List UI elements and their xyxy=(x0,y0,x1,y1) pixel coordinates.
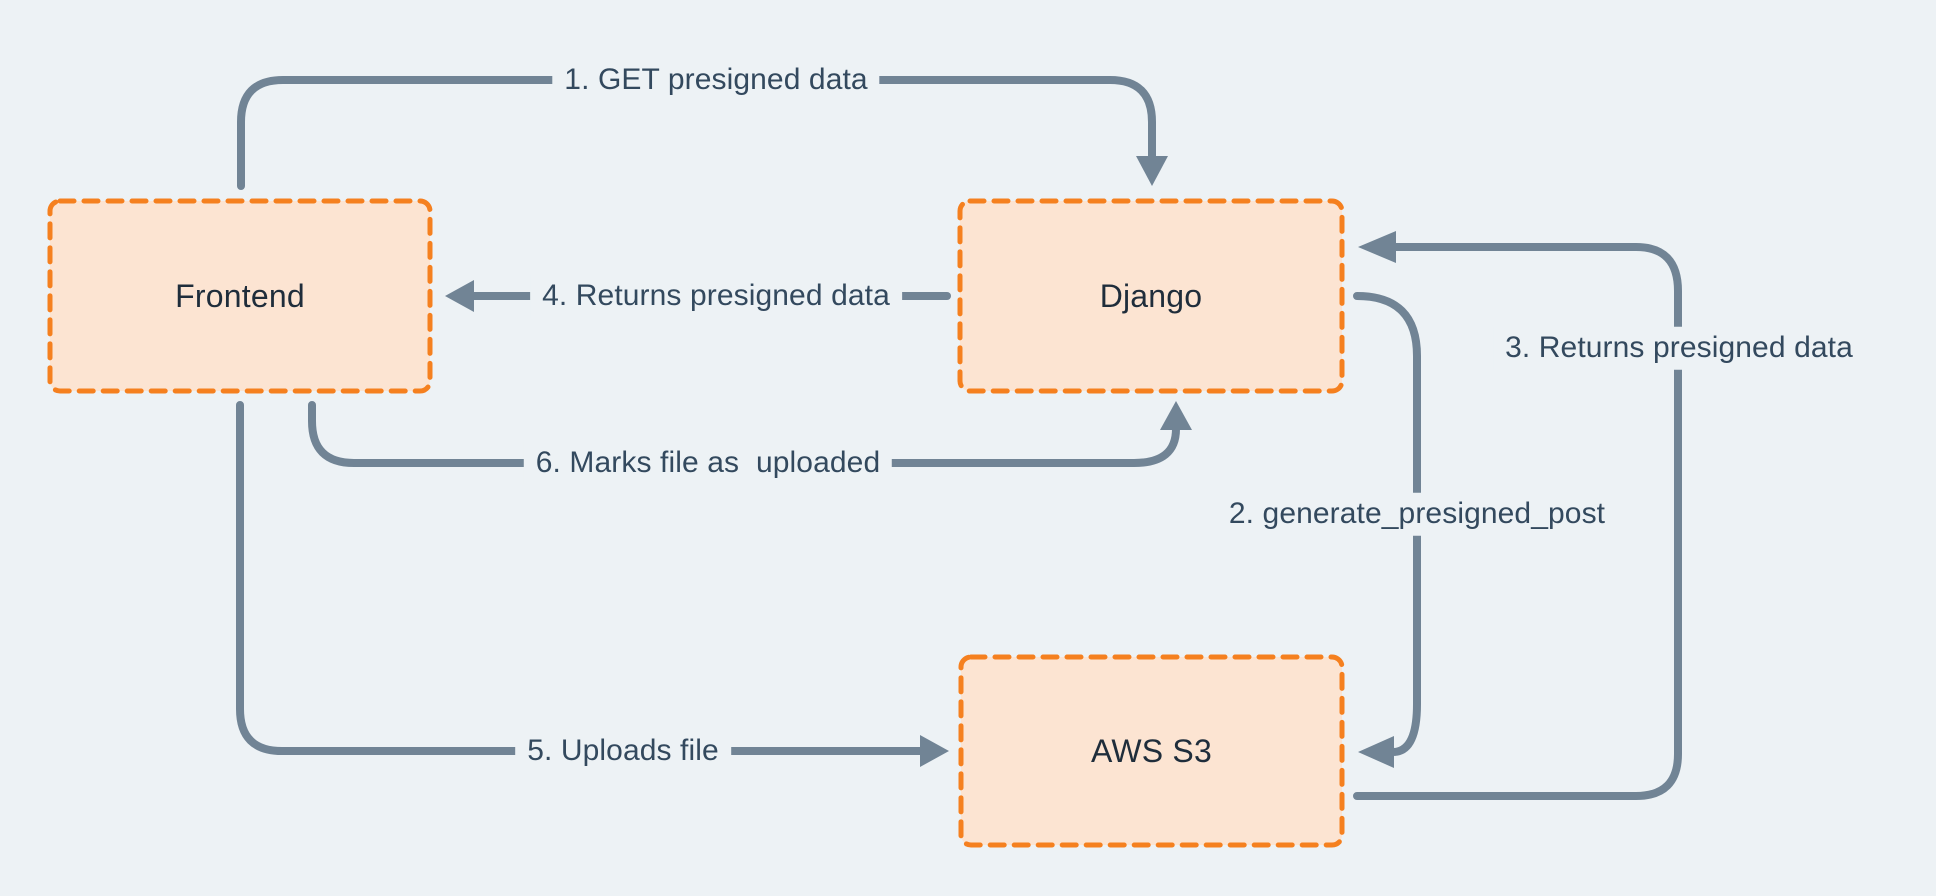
node-aws-s3-label: AWS S3 xyxy=(1091,732,1212,769)
node-frontend: Frontend xyxy=(48,199,432,393)
node-django: Django xyxy=(958,199,1344,393)
arrowhead-left-icon xyxy=(1358,231,1396,263)
arrowhead-left-icon xyxy=(1358,736,1394,768)
edge-label-6: 6. Marks file as uploaded xyxy=(523,441,893,485)
edge-label-4: 4. Returns presigned data xyxy=(530,274,902,318)
edge-label-3: 3. Returns presigned data xyxy=(1493,326,1865,370)
node-aws-s3: AWS S3 xyxy=(959,655,1344,847)
node-frontend-label: Frontend xyxy=(175,277,305,314)
arrowhead-right-icon xyxy=(920,735,949,767)
arrowhead-left-icon xyxy=(445,280,474,312)
edge-label-5: 5. Uploads file xyxy=(515,729,731,773)
node-django-label: Django xyxy=(1099,277,1203,314)
edge-label-1: 1. GET presigned data xyxy=(552,58,880,102)
arrowhead-up-icon xyxy=(1160,401,1192,430)
arrowhead-down-icon xyxy=(1136,156,1168,186)
edge-label-2: 2. generate_presigned_post xyxy=(1216,492,1618,536)
